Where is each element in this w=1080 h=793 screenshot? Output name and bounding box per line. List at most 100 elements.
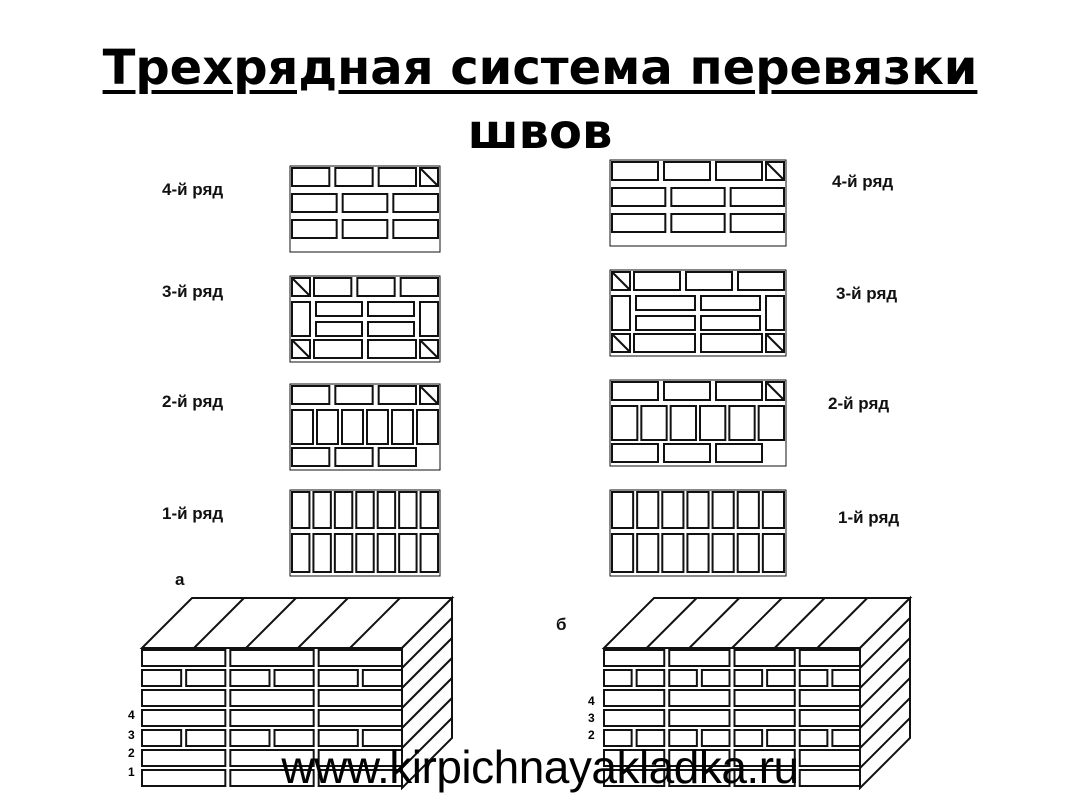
brick: [611, 187, 667, 207]
course-number-a-2: 2: [128, 746, 135, 760]
top-joint: [349, 597, 401, 649]
brick: [611, 213, 667, 233]
brick: [392, 193, 440, 213]
brick: [291, 167, 331, 187]
brick: [737, 271, 785, 291]
brick: [831, 669, 861, 687]
brick: [291, 219, 338, 239]
brick: [366, 409, 389, 445]
corner-diagonal: [765, 381, 785, 401]
brick: [312, 491, 332, 529]
brick: [700, 295, 761, 311]
brick: [291, 385, 331, 405]
brick: [317, 729, 359, 747]
corner-diagonal: [611, 333, 631, 353]
brick: [831, 729, 861, 747]
brick: [715, 161, 763, 181]
course-number-a-4: 4: [128, 708, 135, 722]
side-joint: [859, 697, 911, 749]
brick: [419, 301, 439, 337]
brick: [367, 301, 415, 317]
brick: [611, 533, 635, 573]
brick: [715, 381, 763, 401]
brick: [376, 533, 397, 573]
brick: [291, 491, 311, 529]
left-row-label-1: 1-й ряд: [162, 504, 224, 523]
brick: [757, 405, 786, 441]
brick: [611, 161, 659, 181]
brick: [229, 669, 271, 687]
brick: [766, 669, 796, 687]
brick: [398, 533, 418, 573]
corner-diagonal: [611, 271, 631, 291]
brick: [291, 447, 331, 467]
brick: [700, 729, 731, 747]
brick: [361, 729, 404, 747]
top-joint: [645, 597, 698, 649]
brick: [733, 729, 764, 747]
brick: [686, 491, 710, 529]
brick: [377, 385, 417, 405]
brick: [273, 729, 315, 747]
brick: [668, 689, 731, 707]
brick: [317, 709, 403, 727]
brick: [733, 709, 796, 727]
brick: [798, 769, 861, 787]
brick: [367, 339, 417, 359]
brick: [141, 749, 227, 767]
brick: [419, 533, 440, 573]
brick: [700, 315, 761, 331]
brick: [341, 219, 389, 239]
right-row-label-2: 2-й ряд: [828, 394, 890, 413]
top-joint: [193, 597, 245, 649]
brick: [312, 533, 332, 573]
course-number-b-2: 2: [588, 728, 595, 742]
brick: [611, 491, 635, 529]
brick: [603, 689, 666, 707]
brick: [291, 301, 311, 337]
brick: [668, 669, 698, 687]
brick: [686, 533, 710, 573]
brick: [700, 669, 731, 687]
brick: [141, 729, 183, 747]
brick: [356, 277, 396, 297]
brick: [392, 219, 440, 239]
brick: [316, 409, 339, 445]
brick: [229, 749, 315, 767]
right-row-label-4: 4-й ряд: [832, 172, 894, 191]
brick: [355, 533, 375, 573]
brick: [611, 295, 631, 331]
brick: [700, 333, 763, 353]
block-top: [139, 597, 455, 649]
brick: [141, 769, 227, 787]
brick: [669, 405, 698, 441]
brick: [635, 315, 696, 331]
brick: [317, 649, 403, 667]
corner-diagonal: [419, 167, 439, 187]
brick: [798, 669, 829, 687]
brick: [798, 649, 861, 667]
right-row-label-3: 3-й ряд: [836, 284, 898, 303]
side-joint: [859, 617, 911, 669]
variant-a-label: а: [175, 570, 185, 589]
brick: [355, 491, 375, 529]
brick: [661, 491, 685, 529]
brick: [661, 533, 685, 573]
brick: [317, 749, 403, 767]
brick: [668, 769, 731, 787]
brick: [636, 533, 660, 573]
side-joint: [859, 677, 911, 729]
slide-title: Трехрядная система перевязки швов: [0, 36, 1080, 164]
brick: [699, 405, 727, 441]
brick: [765, 295, 785, 331]
side-joint: [401, 637, 453, 689]
side-joint: [401, 677, 453, 729]
brick: [367, 321, 415, 337]
brick: [766, 729, 796, 747]
brick: [733, 769, 796, 787]
top-joint: [773, 597, 826, 649]
brick: [333, 533, 354, 573]
top-joint: [731, 597, 783, 649]
brick: [636, 491, 660, 529]
side-joint: [401, 657, 453, 709]
